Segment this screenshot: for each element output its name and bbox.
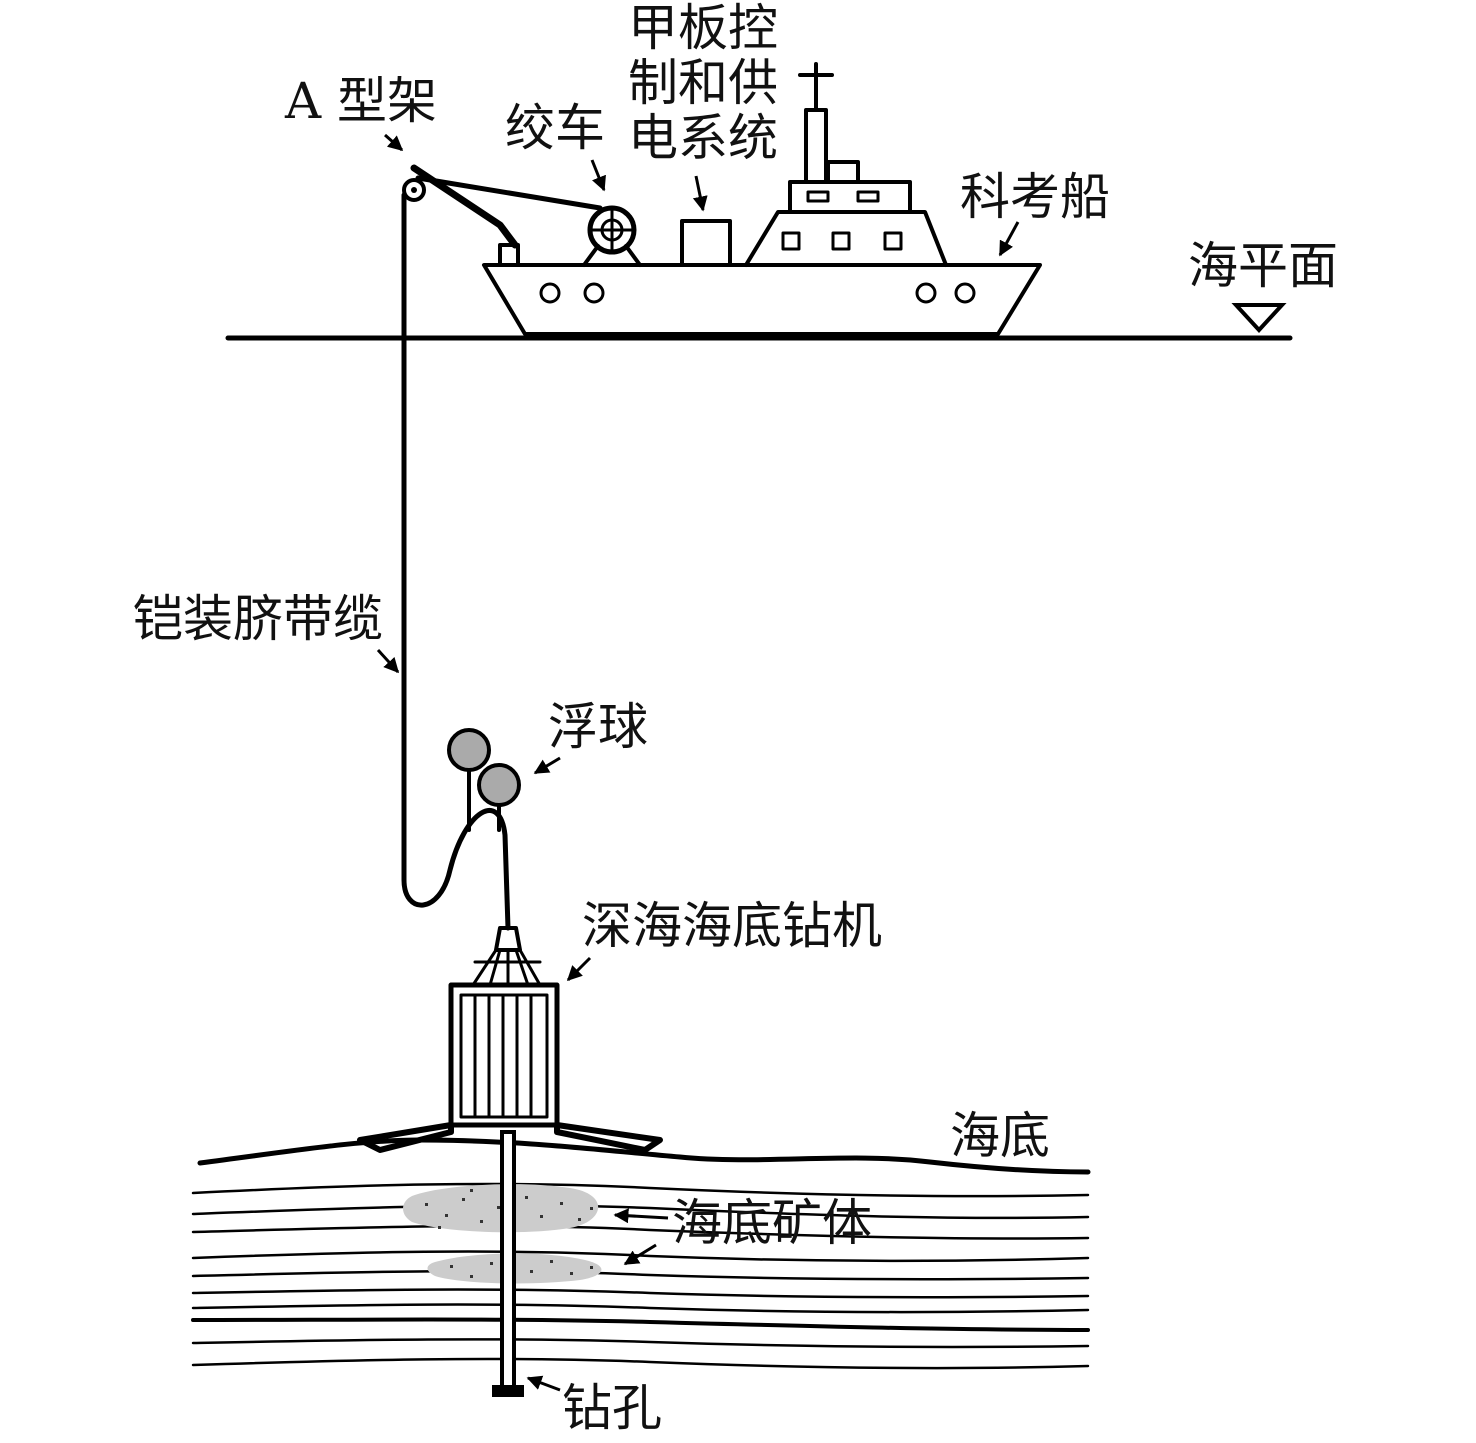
seabed-label: 海底 (950, 1107, 1050, 1165)
deep-sea-drill-label: 深海海底钻机 (582, 897, 882, 955)
sea-level-symbol (1231, 303, 1287, 333)
deck-control-label-line2: 制和供 (628, 54, 778, 112)
vessel-hull (482, 263, 1042, 336)
research-vessel-label: 科考船 (960, 168, 1110, 226)
a-frame (402, 164, 603, 267)
seabed-surface (197, 1137, 1091, 1175)
float-ball-upper (447, 728, 491, 772)
drill-pipe (492, 1130, 524, 1397)
seabed-drill (357, 926, 663, 1153)
drill-bit (492, 1385, 524, 1397)
float-balls (447, 728, 521, 832)
sediment-layers (191, 1182, 1090, 1370)
a-frame-label: A 型架 (284, 72, 437, 130)
float-ball-lower (477, 763, 521, 807)
leader-arrows (376, 133, 1020, 1392)
winch-label: 绞车 (505, 99, 605, 157)
winch-drum (582, 205, 642, 267)
umbilical-cable (401, 192, 511, 931)
sea-level-label: 海平面 (1188, 237, 1338, 295)
deck-control-box (680, 219, 732, 267)
vessel-cabin (744, 210, 948, 267)
float-ball-label: 浮球 (548, 698, 648, 756)
deck-control-label-line3: 电系统 (628, 109, 778, 167)
borehole-label: 钻孔 (562, 1379, 662, 1437)
seabed-ore-body-label: 海底矿体 (672, 1194, 872, 1252)
research-vessel (402, 62, 1042, 336)
deck-control-label-line1: 甲板控 (628, 0, 778, 57)
umbilical-cable-label: 铠装脐带缆 (133, 590, 383, 648)
